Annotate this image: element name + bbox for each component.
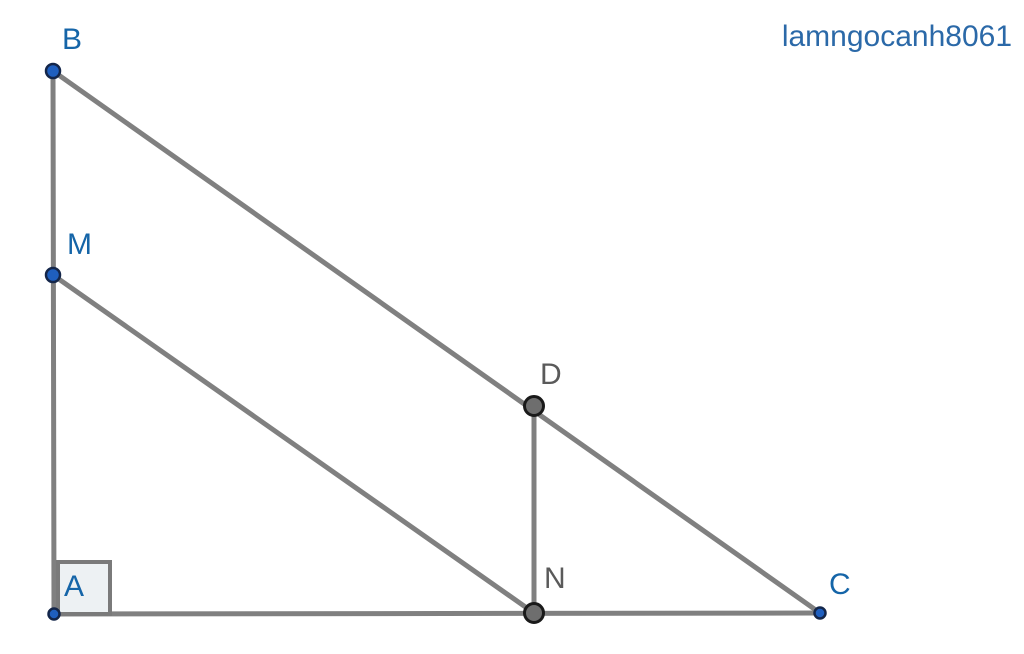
point-label-a: A — [64, 570, 85, 603]
vertex-m[interactable] — [44, 266, 62, 284]
vertex-b[interactable] — [44, 62, 62, 80]
segment-ac — [51, 610, 823, 617]
point-label-m: M — [67, 228, 92, 261]
point-label-b: B — [62, 23, 83, 56]
point-label-c: C — [829, 568, 851, 601]
right-angle-marker — [56, 560, 112, 616]
segment-bc — [50, 68, 823, 616]
watermark-text: lamngocanh8061 — [781, 20, 1012, 53]
vertex-n[interactable] — [523, 602, 545, 624]
segment-mn — [50, 272, 537, 616]
point-label-n: N — [544, 562, 566, 595]
segments-group — [50, 68, 823, 617]
vertex-c[interactable] — [813, 606, 827, 620]
vertex-a[interactable] — [47, 607, 61, 621]
segment-ab — [50, 68, 57, 617]
vertex-d[interactable] — [523, 395, 545, 417]
vertices-group — [44, 62, 827, 624]
point-label-d: D — [540, 358, 562, 391]
right-angle-square — [56, 560, 112, 616]
